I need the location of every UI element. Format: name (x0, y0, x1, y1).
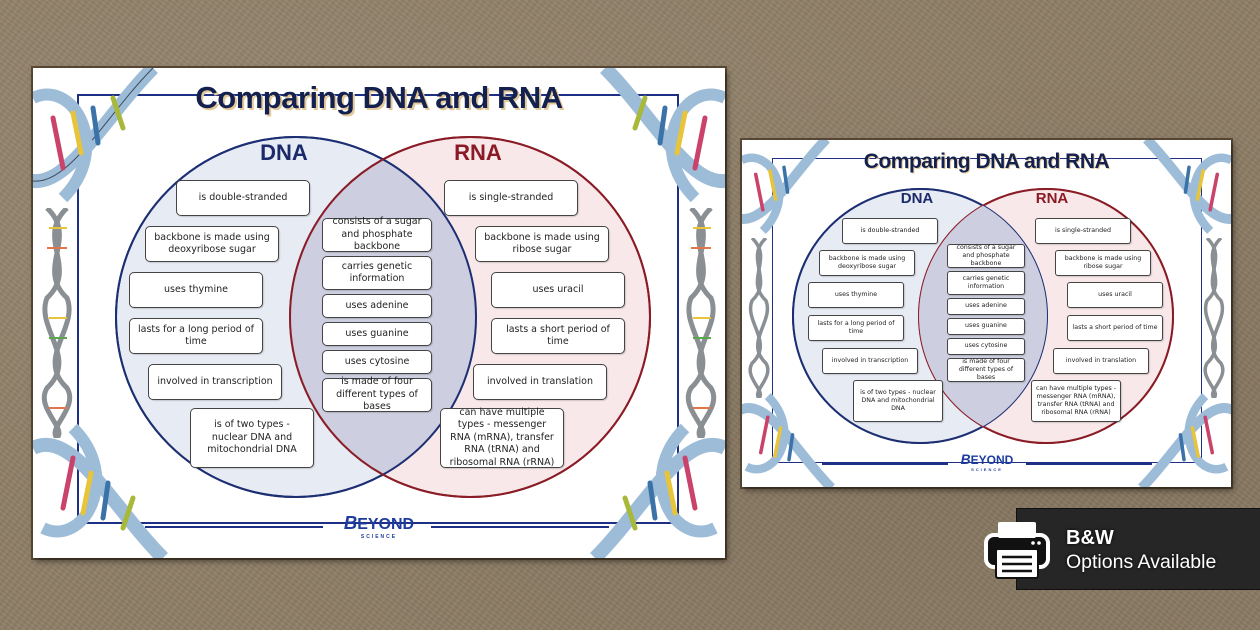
rna-card: uses uracil (1067, 282, 1163, 308)
dna-card: backbone is made using deoxyribose sugar (819, 250, 915, 276)
beyond-science-logo: BEYOND SCIENCE (343, 512, 415, 540)
dna-helix-side-icon (686, 208, 716, 438)
rna-card: can have multiple types - messenger RNA … (1031, 380, 1121, 422)
poster-large: Comparing DNA and RNA DNA RNA is double-… (33, 68, 725, 558)
rna-label: RNA (454, 140, 502, 165)
rna-label: RNA (1035, 190, 1069, 207)
both-card: is made of four different types of bases (947, 358, 1025, 382)
dna-label: DNA (900, 190, 934, 207)
page-title: Comparing DNA and RNA (863, 150, 1110, 173)
dna-card: is of two types - nuclear DNA and mitoch… (190, 408, 314, 468)
dna-card: uses thymine (808, 282, 904, 308)
dna-card: is of two types - nuclear DNA and mitoch… (853, 380, 943, 422)
rna-card: backbone is made using ribose sugar (475, 226, 609, 262)
dna-card: uses thymine (129, 272, 263, 308)
both-card: carries genetic information (947, 271, 1025, 295)
dna-card: is double-stranded (842, 218, 938, 244)
rna-card: is single-stranded (1035, 218, 1131, 244)
rna-card: involved in translation (473, 364, 607, 400)
footer-line-right (1026, 463, 1152, 465)
dna-helix-side-icon (748, 238, 770, 398)
bw-options-badge (1017, 509, 1260, 589)
dna-card: lasts for a long period of time (808, 315, 904, 341)
inner-frame (772, 158, 1202, 463)
badge-title: B&W (1066, 527, 1114, 549)
dna-card: involved in transcription (148, 364, 282, 400)
footer-line-left (145, 526, 323, 528)
both-card: carries genetic information (322, 256, 432, 290)
both-card: uses adenine (322, 294, 432, 318)
dna-label: DNA (260, 140, 308, 165)
dna-card: is double-stranded (176, 180, 310, 216)
beyond-science-logo: BEYOND SCIENCE (960, 452, 1014, 472)
both-card: uses cytosine (947, 338, 1025, 355)
rna-card: can have multiple types - messenger RNA … (440, 407, 564, 468)
rna-circle-outline (918, 188, 1174, 444)
both-card: consists of a sugar and phosphate backbo… (947, 244, 1025, 268)
printer-icon (984, 522, 1050, 579)
rna-card: uses uracil (491, 272, 625, 308)
dna-card: backbone is made using deoxyribose sugar (145, 226, 279, 262)
rna-card: involved in translation (1053, 348, 1149, 374)
footer-line-right (431, 526, 609, 528)
dna-card: lasts for a long period of time (129, 318, 263, 354)
inner-frame (77, 94, 679, 524)
both-card: is made of four different types of bases (322, 376, 432, 412)
both-card: uses guanine (947, 318, 1025, 335)
rna-card: lasts a short period of time (1067, 315, 1163, 341)
both-card: uses adenine (947, 298, 1025, 315)
both-card: uses guanine (322, 322, 432, 346)
rna-card: lasts a short period of time (491, 318, 625, 354)
both-card: uses cytosine (322, 350, 432, 374)
both-card: consists of a sugar and phosphate backbo… (322, 216, 432, 252)
footer-line-left (822, 463, 948, 465)
dna-helix-side-icon (42, 208, 72, 438)
rna-card: is single-stranded (444, 180, 578, 216)
page-title: Comparing DNA and RNA (195, 80, 563, 115)
rna-card: backbone is made using ribose sugar (1055, 250, 1151, 276)
poster-small: Comparing DNA and RNA DNA RNA is double-… (742, 140, 1231, 487)
dna-card: involved in transcription (822, 348, 918, 374)
rna-circle-outline (289, 136, 651, 498)
badge-subtitle: Options Available (1066, 551, 1217, 573)
dna-helix-side-icon (1203, 238, 1225, 398)
